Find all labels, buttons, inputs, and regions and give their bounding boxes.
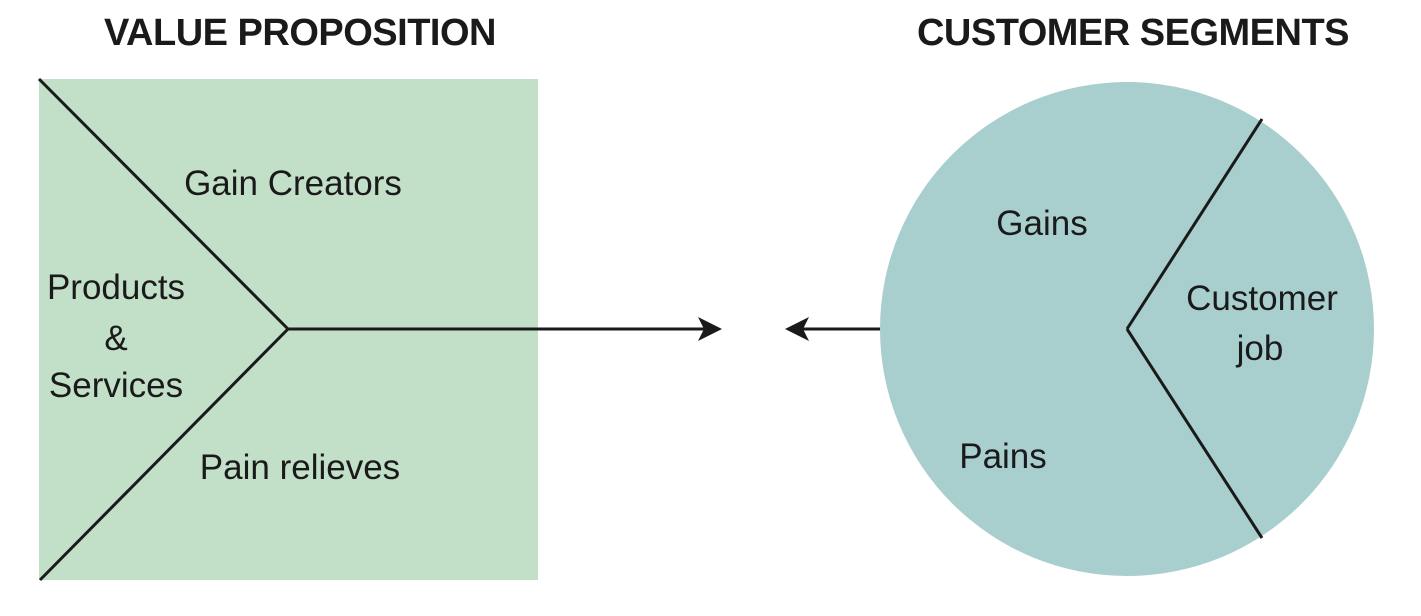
pain-relieves-label: Pain relieves <box>200 448 400 487</box>
arrow-left-head-icon <box>785 317 809 341</box>
products-services-line-2: & <box>104 319 127 358</box>
customer-segments-block: CUSTOMER SEGMENTS Gains Customer job Pai… <box>880 12 1374 576</box>
products-services-line-3: Services <box>49 366 183 405</box>
value-proposition-title: VALUE PROPOSITION <box>104 12 496 54</box>
circle-divider-upper-line <box>1125 118 1264 330</box>
customer-job-line-1: Customer <box>1186 279 1338 318</box>
pains-label: Pains <box>959 437 1047 476</box>
arrow-right-head-icon <box>698 317 722 341</box>
gains-label: Gains <box>996 204 1087 243</box>
gain-creators-label: Gain Creators <box>184 164 402 203</box>
customer-segments-title: CUSTOMER SEGMENTS <box>917 12 1349 54</box>
value-proposition-block: VALUE PROPOSITION Gain Creators Products… <box>37 12 538 582</box>
customer-job-line-2: job <box>1236 329 1284 368</box>
arrow-right-icon <box>288 317 722 341</box>
products-services-line-1: Products <box>47 268 185 307</box>
products-services-label: Products & Services <box>47 268 185 405</box>
square-divider-top-line <box>37 77 290 331</box>
square-divider-bottom-line <box>38 327 290 582</box>
customer-job-label: Customer job <box>1186 279 1338 368</box>
circle-divider-lower-line <box>1125 328 1264 539</box>
